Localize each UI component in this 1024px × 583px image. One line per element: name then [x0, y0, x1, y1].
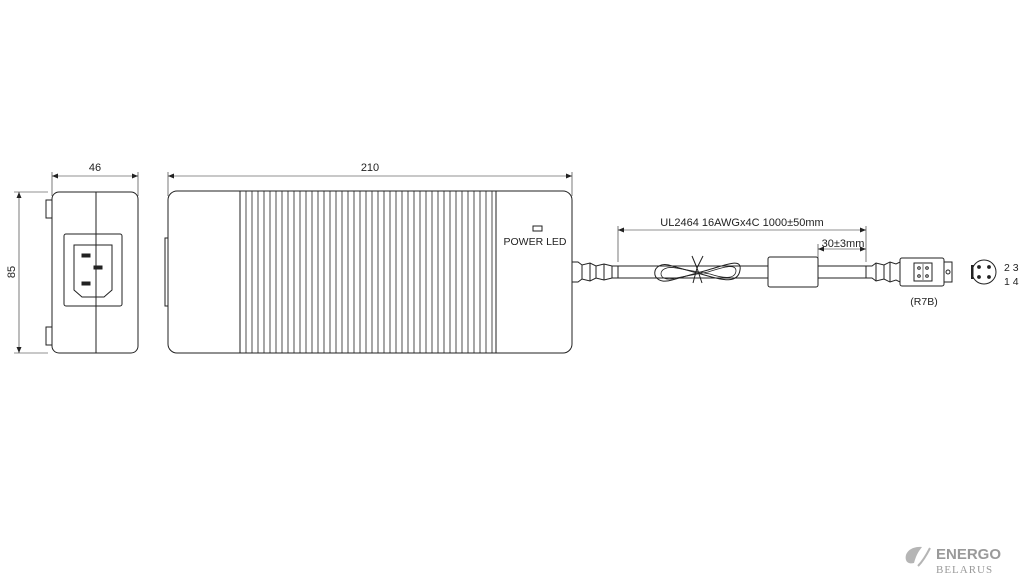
top-view: 210 POWER LED — [164, 162, 573, 354]
connector-strain-relief — [865, 261, 901, 283]
cable — [618, 265, 768, 279]
cable-coil — [654, 262, 741, 282]
cooling-ribs — [245, 191, 493, 353]
power-led-label: POWER LED — [503, 236, 566, 248]
watermark-line1: ENERGO — [936, 546, 1001, 563]
leaf-icon — [905, 546, 922, 564]
side-body — [51, 191, 139, 354]
connector-end-view — [971, 259, 997, 285]
ferrite-core — [767, 256, 819, 288]
dim-side-width: 46 — [89, 162, 101, 174]
watermark-line2: BELARUS — [936, 564, 993, 576]
pin-numbers-bottom: 1 4 — [1004, 276, 1019, 288]
main-body — [167, 190, 573, 354]
power-led-indicator — [532, 225, 543, 232]
dc-connector-body — [899, 257, 945, 287]
ac-inlet — [63, 233, 123, 307]
cable-assembly: UL2464 16AWGx4C 1000±50mm 30±3mm — [571, 217, 1019, 308]
connector-code: (R7B) — [910, 296, 937, 308]
pin-numbers-top: 2 3 — [1004, 262, 1019, 274]
strain-relief — [571, 261, 619, 283]
dim-cable-spec: UL2464 16AWGx4C 1000±50mm — [660, 217, 823, 229]
dim-body-length: 210 — [361, 162, 379, 174]
watermark-logo: ENERGO BELARUS — [905, 546, 1001, 576]
dim-height: 85 — [6, 266, 18, 278]
dim-ferrite-offset: 30±3mm — [822, 238, 865, 250]
side-view: 46 85 — [6, 162, 139, 354]
